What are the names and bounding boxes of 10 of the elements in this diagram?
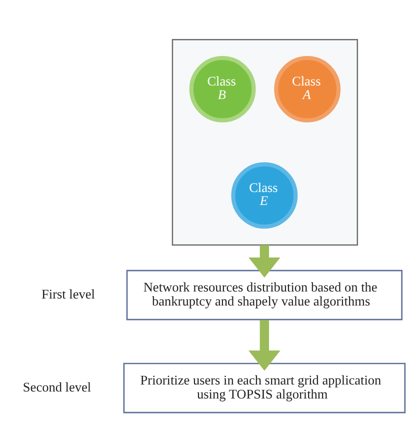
arrow — [248, 244, 280, 278]
node-label: First level — [41, 286, 94, 302]
node-box: Prioritize users in each smart grid application using TOPSIS algorithm — [122, 362, 406, 413]
node-box: Network resources distribution based on the bankruptcy and shapely value algorithms — [126, 269, 402, 320]
cluster — [171, 38, 358, 246]
node-circle: Class E — [230, 162, 298, 228]
node-label: Second level — [22, 379, 91, 394]
arrow — [248, 319, 280, 370]
node-circle: Class B — [188, 55, 256, 122]
node-circle: Class A — [274, 55, 340, 122]
